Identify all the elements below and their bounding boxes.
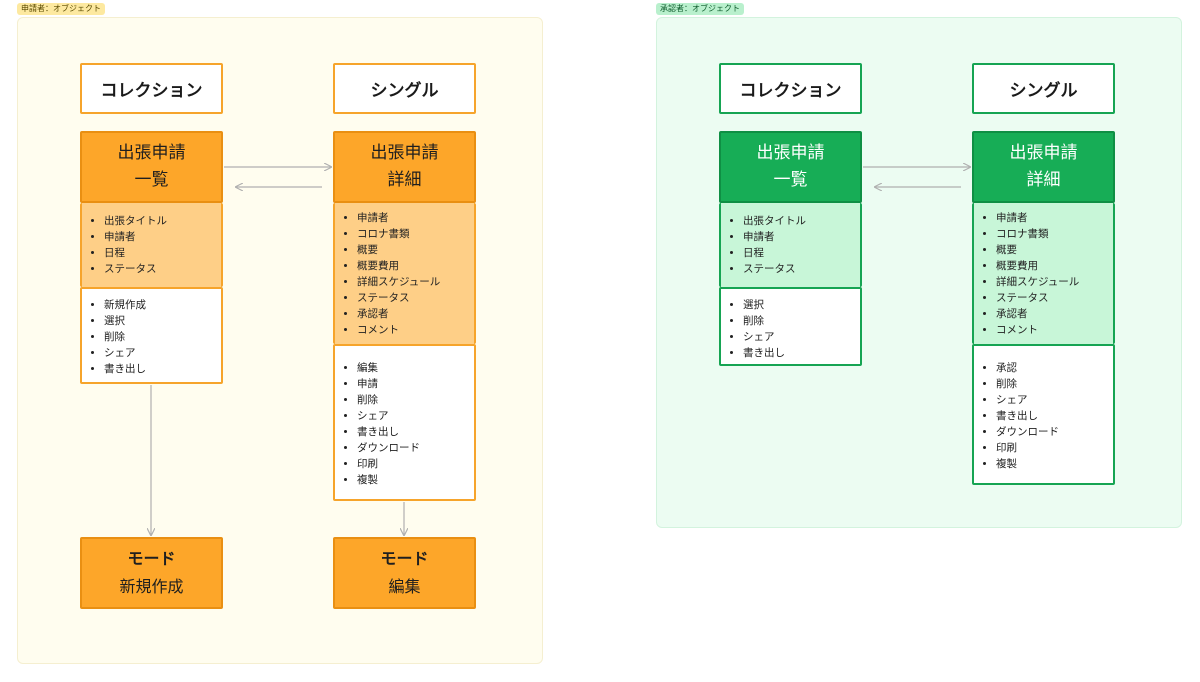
list-item: 承認者 bbox=[357, 306, 474, 322]
applicant-frame-tag: 申請者：オブジェクト bbox=[17, 3, 105, 15]
approver-collection-title-line1: 出張申請 bbox=[756, 143, 825, 163]
approver-frame-tag: 承認者：オブジェクト bbox=[656, 3, 744, 15]
applicant-collection-title-line2: 一覧 bbox=[134, 170, 169, 190]
mode-label: モード bbox=[127, 549, 176, 568]
approver-single-header: シングル bbox=[972, 63, 1115, 114]
mode-value: 新規作成 bbox=[119, 577, 184, 596]
applicant-single-properties: 申請者 コロナ書類 概要 概要費用 詳細スケジュール ステータス 承認者 コメン… bbox=[333, 203, 476, 344]
list-item: ステータス bbox=[996, 290, 1113, 306]
list-item[interactable]: 選択 bbox=[104, 313, 221, 329]
list-item[interactable]: シェア bbox=[743, 329, 860, 345]
list-item[interactable]: 複製 bbox=[357, 472, 474, 488]
list-item: 概要費用 bbox=[996, 258, 1113, 274]
list-item[interactable]: ダウンロード bbox=[357, 440, 474, 456]
list-item[interactable]: 編集 bbox=[357, 360, 474, 376]
approver-collection-title[interactable]: 出張申請 一覧 bbox=[719, 131, 862, 203]
list-item: 承認者 bbox=[996, 306, 1113, 322]
approver-single-title[interactable]: 出張申請 詳細 bbox=[972, 131, 1115, 203]
list-item[interactable]: 書き出し bbox=[743, 345, 860, 361]
applicant-single-actions: 編集 申請 削除 シェア 書き出し ダウンロード 印刷 複製 bbox=[333, 344, 476, 501]
applicant-single-title-line2: 詳細 bbox=[387, 170, 422, 190]
list-item[interactable]: 削除 bbox=[996, 376, 1113, 392]
list-item: 概要 bbox=[996, 242, 1113, 258]
applicant-collection-header: コレクション bbox=[80, 63, 223, 114]
list-item: コロナ書類 bbox=[996, 226, 1113, 242]
list-item[interactable]: 印刷 bbox=[357, 456, 474, 472]
approver-single-actions: 承認 削除 シェア 書き出し ダウンロード 印刷 複製 bbox=[972, 344, 1115, 485]
list-item[interactable]: シェア bbox=[996, 392, 1113, 408]
list-item: 日程 bbox=[104, 245, 221, 261]
applicant-collection-properties: 出張タイトル 申請者 日程 ステータス bbox=[80, 203, 223, 287]
list-item: 日程 bbox=[743, 245, 860, 261]
applicant-collection-title-line1: 出張申請 bbox=[117, 143, 186, 163]
list-item: 概要 bbox=[357, 242, 474, 258]
list-item[interactable]: 書き出し bbox=[357, 424, 474, 440]
list-item: 申請者 bbox=[357, 210, 474, 226]
list-item[interactable]: シェア bbox=[357, 408, 474, 424]
mode-label: モード bbox=[380, 549, 429, 568]
list-item[interactable]: シェア bbox=[104, 345, 221, 361]
list-item[interactable]: 削除 bbox=[357, 392, 474, 408]
list-item[interactable]: 申請 bbox=[357, 376, 474, 392]
list-item: 申請者 bbox=[996, 210, 1113, 226]
list-item[interactable]: 複製 bbox=[996, 456, 1113, 472]
mode-value: 編集 bbox=[388, 577, 421, 596]
applicant-collection-mode[interactable]: モード 新規作成 bbox=[80, 537, 223, 609]
list-item[interactable]: 書き出し bbox=[104, 361, 221, 377]
list-item[interactable]: 新規作成 bbox=[104, 297, 221, 313]
list-item: コメント bbox=[996, 322, 1113, 338]
applicant-single-mode[interactable]: モード 編集 bbox=[333, 537, 476, 609]
list-item: ステータス bbox=[104, 261, 221, 277]
applicant-single-title[interactable]: 出張申請 詳細 bbox=[333, 131, 476, 203]
list-item: 出張タイトル bbox=[104, 213, 221, 229]
list-item: ステータス bbox=[743, 261, 860, 277]
applicant-collection-title[interactable]: 出張申請 一覧 bbox=[80, 131, 223, 203]
approver-single-title-line1: 出張申請 bbox=[1009, 143, 1078, 163]
list-item: コロナ書類 bbox=[357, 226, 474, 242]
approver-collection-header: コレクション bbox=[719, 63, 862, 114]
list-item: 概要費用 bbox=[357, 258, 474, 274]
approver-collection-title-line2: 一覧 bbox=[773, 170, 808, 190]
list-item[interactable]: 印刷 bbox=[996, 440, 1113, 456]
list-item: 申請者 bbox=[104, 229, 221, 245]
list-item: 詳細スケジュール bbox=[357, 274, 474, 290]
list-item[interactable]: 選択 bbox=[743, 297, 860, 313]
approver-collection-properties: 出張タイトル 申請者 日程 ステータス bbox=[719, 203, 862, 287]
applicant-collection-actions: 新規作成 選択 削除 シェア 書き出し bbox=[80, 287, 223, 384]
applicant-single-title-line1: 出張申請 bbox=[370, 143, 439, 163]
list-item[interactable]: 削除 bbox=[743, 313, 860, 329]
list-item: コメント bbox=[357, 322, 474, 338]
list-item: 詳細スケジュール bbox=[996, 274, 1113, 290]
list-item[interactable]: ダウンロード bbox=[996, 424, 1113, 440]
approver-single-title-line2: 詳細 bbox=[1026, 170, 1061, 190]
list-item[interactable]: 承認 bbox=[996, 360, 1113, 376]
applicant-single-header: シングル bbox=[333, 63, 476, 114]
list-item: 申請者 bbox=[743, 229, 860, 245]
list-item: 出張タイトル bbox=[743, 213, 860, 229]
approver-collection-actions: 選択 削除 シェア 書き出し bbox=[719, 287, 862, 366]
list-item: ステータス bbox=[357, 290, 474, 306]
approver-single-properties: 申請者 コロナ書類 概要 概要費用 詳細スケジュール ステータス 承認者 コメン… bbox=[972, 203, 1115, 344]
list-item[interactable]: 削除 bbox=[104, 329, 221, 345]
list-item[interactable]: 書き出し bbox=[996, 408, 1113, 424]
